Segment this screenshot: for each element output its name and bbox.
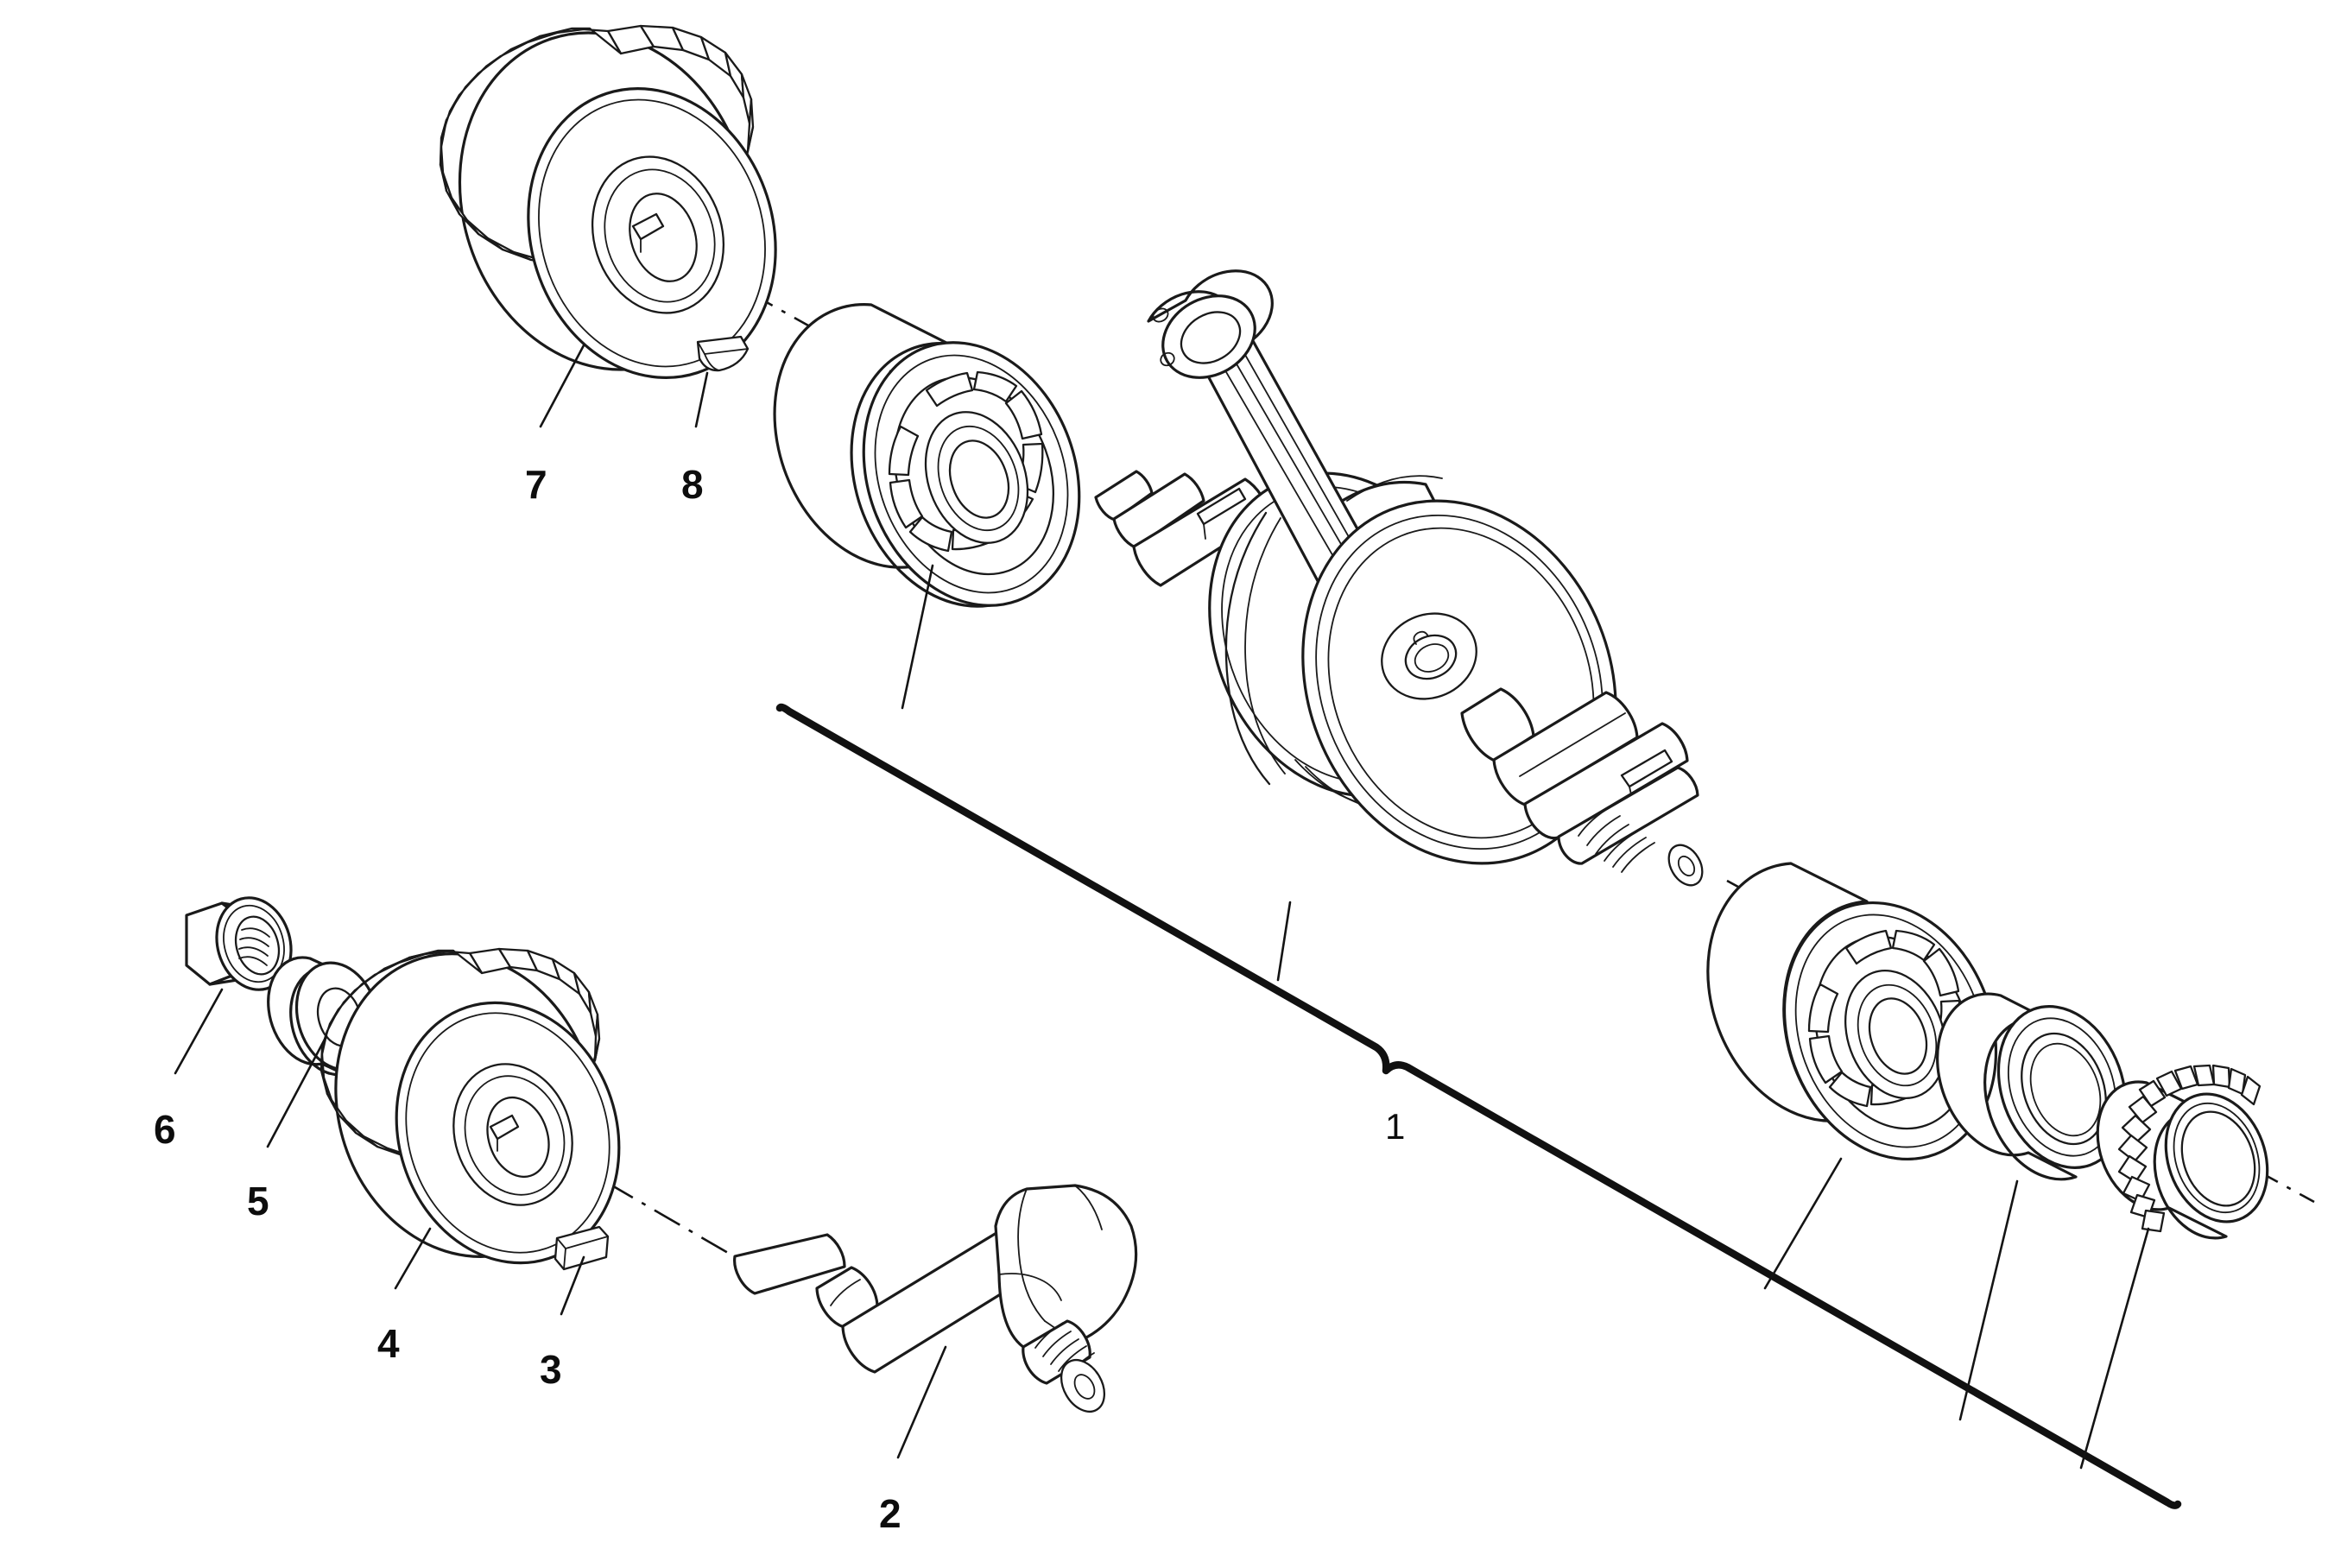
- callout-5: 5: [247, 1179, 269, 1223]
- leader-right-bearing: [1763, 1157, 1843, 1290]
- leader-8: [694, 371, 709, 428]
- part-2-balancer-shaft: [733, 1184, 1138, 1413]
- part-8-woodruff-key: [696, 335, 750, 372]
- crank-right-shaft: [1460, 687, 1704, 887]
- part-4-balancer-gear: [319, 947, 621, 1265]
- left-main-ball-bearing: [773, 303, 1081, 608]
- needle-roller-bearing: [2096, 1064, 2269, 1240]
- leader-oil-seal: [1958, 1179, 2019, 1421]
- callout-2: 2: [879, 1491, 901, 1536]
- crank-left-stub: [1094, 470, 1271, 587]
- leader-3: [560, 1255, 585, 1316]
- callout-6: 6: [154, 1107, 176, 1152]
- group-bracket-1: [775, 703, 2182, 1509]
- crank-thread-nose: [1557, 766, 1704, 887]
- callout-8: 8: [681, 462, 704, 507]
- oil-seal-ring: [1936, 992, 2128, 1181]
- balancer-thread-nose: [1022, 1319, 1106, 1413]
- callout-7: 7: [525, 462, 547, 507]
- crank-counterweight-boss: [1381, 612, 1477, 700]
- leader-2: [896, 1345, 947, 1459]
- leader-left-bearing: [901, 564, 934, 710]
- callout-3: 3: [540, 1347, 562, 1392]
- part-3-square-key: [554, 1225, 610, 1271]
- callout-4: 4: [377, 1321, 400, 1366]
- leader-7: [539, 344, 585, 428]
- roller-cage-elements: [2117, 1064, 2262, 1233]
- leader-roller-bearing: [2079, 1227, 2150, 1470]
- part-1-crankshaft: [1094, 269, 1704, 887]
- gear-4-teeth: [319, 947, 601, 1162]
- part-7-drive-gear: [439, 24, 777, 379]
- leader-4: [394, 1227, 432, 1290]
- leader-6: [174, 988, 224, 1075]
- part-6-hex-nut: [185, 896, 293, 991]
- rod-small-end: [1147, 269, 1274, 379]
- callout-1: 1: [1385, 1106, 1406, 1147]
- leader-5: [266, 1034, 328, 1148]
- leader-crank: [1276, 901, 1292, 982]
- right-main-ball-bearing: [1706, 862, 1998, 1161]
- leader-lines: [174, 344, 2150, 1470]
